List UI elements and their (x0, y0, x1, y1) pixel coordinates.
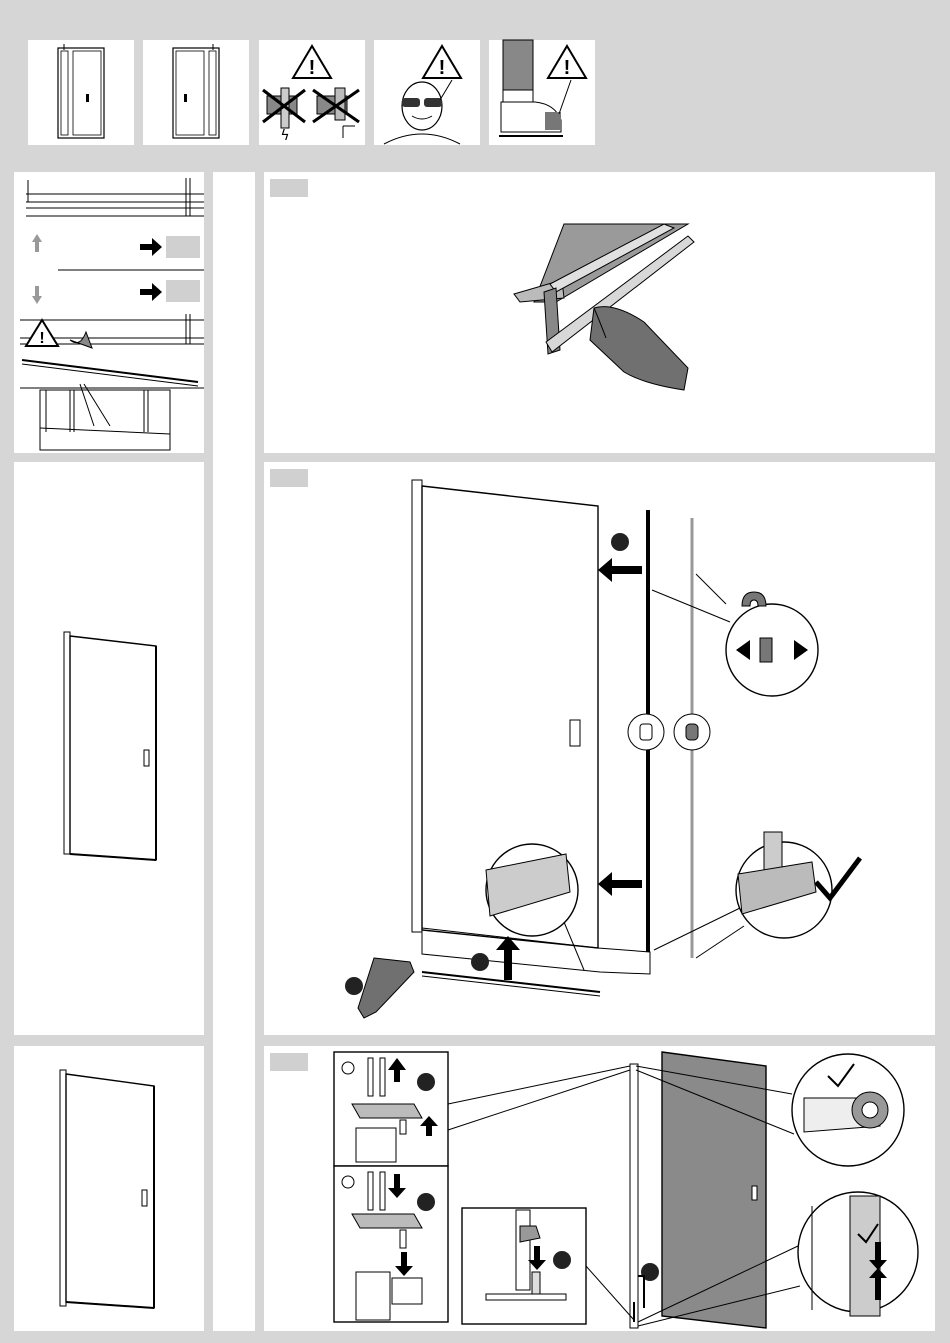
step-3-panel (264, 1046, 935, 1331)
no-drilling-pipes-cables-icon: ! ϟ (259, 40, 365, 145)
left-panel-hint: ! (14, 172, 204, 453)
svg-text:!: ! (309, 57, 316, 79)
svg-text:ϟ: ϟ (280, 128, 289, 144)
safety-shoes-icon: ! (489, 40, 595, 145)
door-variant-right-icon (143, 40, 249, 145)
step-1-panel (264, 172, 935, 453)
svg-text:!: ! (564, 57, 571, 79)
svg-text:!: ! (39, 330, 44, 347)
safety-glasses-icon: ! (374, 40, 480, 145)
spacer-column (213, 172, 255, 1331)
header-icons: ! ϟ ! ! (0, 0, 950, 160)
left-panel-door-3 (14, 1046, 204, 1331)
door-variant-left-icon (28, 40, 134, 145)
left-panel-door-2 (14, 462, 204, 1035)
svg-text:!: ! (439, 57, 446, 79)
step-2-panel (264, 462, 935, 1035)
